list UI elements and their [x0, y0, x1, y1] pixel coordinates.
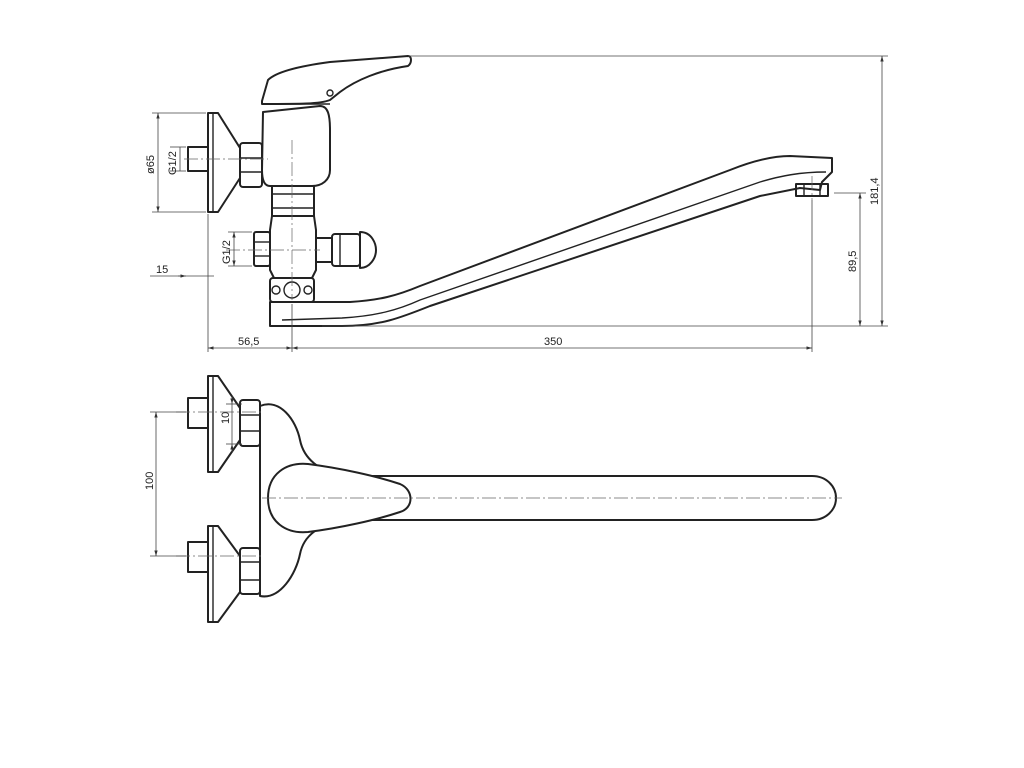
side-view [184, 55, 833, 327]
lever-handle [261, 55, 412, 105]
lower-inlet [253, 231, 271, 267]
dim-diameter-65: ø65 [145, 155, 157, 174]
dim-thread-mid: G1/2 [221, 240, 233, 264]
wall-flange-top-lower [187, 525, 261, 623]
cartridge-body [261, 105, 331, 187]
diverter-knob [315, 231, 377, 269]
top-view-dimensions: 100 10 [144, 396, 242, 557]
dim-89-5: 89,5 [847, 251, 859, 272]
body-neck [271, 185, 315, 217]
dim-350: 350 [544, 336, 562, 348]
dim-15: 15 [156, 264, 168, 276]
dim-thread-top: G1/2 [167, 151, 179, 175]
spout-side [269, 155, 833, 327]
top-view [176, 375, 842, 623]
side-view-dimensions: ø65 G1/2 G1/2 15 56,5 350 181,4 89,5 [145, 55, 888, 352]
wall-flange-side [187, 112, 241, 213]
dim-100: 100 [144, 472, 156, 490]
dim-10: 10 [220, 412, 232, 424]
dim-56-5: 56,5 [238, 336, 259, 348]
dim-181-4: 181,4 [869, 177, 881, 205]
wall-flange-top-upper [187, 375, 261, 473]
lower-body [269, 215, 317, 279]
hex-nut-side [239, 142, 263, 188]
